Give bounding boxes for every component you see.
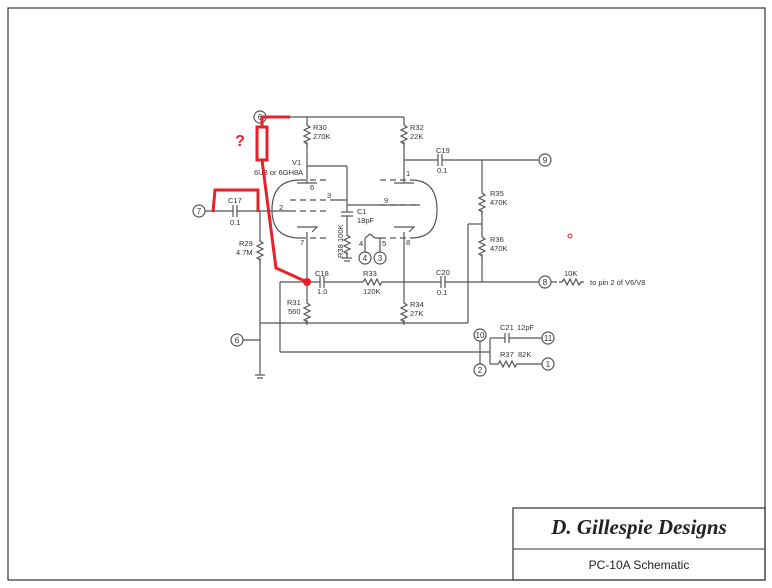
label-components-r37-ref: R37: [500, 350, 514, 359]
label-components-r30-value: 270K: [313, 132, 331, 141]
node-out-9: 9: [543, 156, 548, 165]
label-components-c1-ref: C1: [357, 207, 367, 216]
label-components-r_out-value: 10K: [564, 269, 577, 278]
label-components-r34-ref: R34: [410, 300, 424, 309]
label-tube-pins-4: 1: [406, 169, 410, 178]
node-11: 11: [544, 334, 553, 343]
label-tube-pins-5: 9: [384, 196, 388, 205]
label-tube-pins-0: 6: [310, 183, 314, 192]
node-top: 6: [258, 113, 263, 122]
label-components-c1-value: 18pF: [357, 216, 375, 225]
label-components-r35-ref: R35: [490, 189, 504, 198]
label-components-r35-value: 470K: [490, 198, 508, 207]
label-components-c18-value: 1.0: [317, 287, 327, 296]
tube-name: V1: [292, 158, 301, 167]
label-components-c17-value: 0.1: [230, 218, 240, 227]
label-components-r31-ref: R31: [287, 298, 301, 307]
red-markup: ?: [211, 115, 573, 286]
label-components-r33-value: 120K: [363, 287, 381, 296]
label-components-c21-value: 12pF: [517, 323, 535, 332]
drawing-title: PC-10A Schematic: [589, 558, 690, 572]
label-components-r36-value: 470K: [490, 244, 508, 253]
label-tube-pins-8: 5: [382, 239, 386, 248]
label-components-c21-ref: C21: [500, 323, 514, 332]
label-tube-pins-7: 4: [359, 239, 363, 248]
label-components-r31-value: 560: [288, 307, 301, 316]
node-10: 10: [476, 331, 485, 340]
label-components-r33-ref: R33: [363, 269, 377, 278]
label-tube-pins-6: 8: [406, 238, 410, 247]
label-components-r38-ref: R38: [336, 244, 345, 258]
node-1: 1: [546, 360, 551, 369]
label-components-r32-value: 22K: [410, 132, 423, 141]
label-components-r38-value: 100K: [336, 224, 345, 242]
connection-nodes: 6 7 9 8 6 10 2 11 1 4 3: [192, 110, 555, 377]
node-heater-3: 3: [378, 254, 383, 263]
label-tube-pins-3: 7: [300, 238, 304, 247]
label-components-c17-ref: C17: [228, 196, 242, 205]
label-components-c20-ref: C20: [436, 268, 450, 277]
drawing-frame: [7, 7, 766, 581]
wiring: [205, 116, 585, 379]
label-components-r30-ref: R30: [313, 123, 327, 132]
label-components-c19-ref: C19: [436, 146, 450, 155]
label-components-r_out-note: to pin 2 of V6/V8: [590, 278, 645, 287]
title-block: D. Gillespie Designs PC-10A Schematic: [512, 507, 766, 581]
node-out-8: 8: [543, 278, 548, 287]
label-components-r36-ref: R36: [490, 235, 504, 244]
label-components-r29-ref: R29: [239, 239, 253, 248]
label-components-c20-value: 0.1: [437, 288, 447, 297]
label-components-c18-ref: C18: [315, 269, 329, 278]
label-components-r29-value: 4.7M: [236, 248, 253, 257]
tube-type: 6U8 or 6GH8A: [254, 168, 303, 177]
node-left-6: 6: [235, 336, 240, 345]
question-mark: ?: [235, 133, 245, 150]
node-heater-4: 4: [363, 254, 368, 263]
company-name: D. Gillespie Designs: [550, 515, 727, 539]
label-components-r34-value: 27K: [410, 309, 423, 318]
label-tube-pins-2: 2: [279, 203, 283, 212]
label-components-r37-value: 82K: [518, 350, 531, 359]
node-2: 2: [478, 366, 483, 375]
node-input: 7: [197, 207, 202, 216]
label-components-r32-ref: R32: [410, 123, 424, 132]
label-tube-pins-1: 3: [327, 191, 331, 200]
label-components-c19-value: 0.1: [437, 166, 447, 175]
